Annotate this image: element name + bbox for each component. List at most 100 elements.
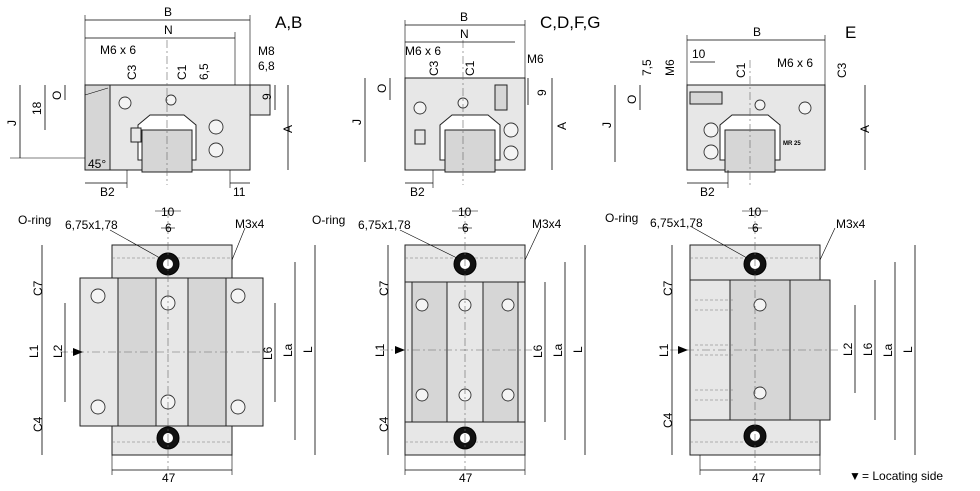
dim-label-n: N <box>164 23 173 37</box>
dim-label: 10 <box>748 205 762 219</box>
screw-icon <box>413 101 427 115</box>
dim-label: La <box>551 343 565 357</box>
thread-label: M6 x 6 <box>100 43 136 57</box>
screw-icon <box>703 122 719 138</box>
thread-label: M3x4 <box>235 217 265 231</box>
oring-label: O-ring <box>605 211 638 225</box>
dim-label: C7 <box>31 280 45 296</box>
thread-label: M6 <box>527 52 544 66</box>
dim-label: L6 <box>861 342 875 356</box>
top-view-ab: A,B B N M6 x 6 M8 6,8 C3 C1 6,5 O 18 J 9… <box>5 5 302 199</box>
dim-label: C1 <box>175 64 189 80</box>
dim-label-b: B <box>753 25 761 39</box>
dim-label: 6,8 <box>258 59 275 73</box>
dim-label: 11 <box>233 185 246 199</box>
legend-text: = Locating side <box>862 469 943 483</box>
oring-size-label: 6,75x1,78 <box>358 218 411 232</box>
dim-label: C7 <box>661 280 675 296</box>
screw-icon <box>503 145 519 161</box>
lube-port-shape <box>689 91 723 105</box>
dim-label: 10 <box>161 205 175 219</box>
model-marking: MR 25 <box>783 141 801 147</box>
grease-nipple-icon <box>754 99 766 111</box>
lube-port-shape <box>494 84 508 111</box>
screw-icon <box>208 119 224 135</box>
dim-label: O <box>50 91 64 100</box>
top-view-e: MR 25 E B 10 M6 x 6 7,5 M6 O C1 C3 J A B… <box>600 23 872 199</box>
logo-icon <box>414 129 426 145</box>
dim-label: C7 <box>377 280 391 296</box>
dim-label: L1 <box>657 343 671 357</box>
legend: ▼ = Locating side <box>849 469 943 483</box>
dim-label: L <box>901 346 915 353</box>
dim-label: A <box>555 122 569 130</box>
oring-size-label: 6,75x1,78 <box>650 216 703 230</box>
angle-label: 45° <box>88 157 106 171</box>
dim-label: B2 <box>100 185 115 199</box>
dim-label: 10 <box>458 205 472 219</box>
dim-label: L2 <box>51 344 65 358</box>
dim-label: O <box>625 95 639 104</box>
oring-size-label: 6,75x1,78 <box>65 218 118 232</box>
dim-label: J <box>5 120 19 126</box>
screw-icon <box>703 144 719 160</box>
hole-icon <box>501 388 515 402</box>
bottom-view-2: O-ring 6,75x1,78 10 6 M3x4 C7 L1 C4 L6 L… <box>312 205 586 485</box>
dim-label: C1 <box>734 62 748 78</box>
dim-label: C3 <box>835 62 849 78</box>
locating-side-marker <box>395 346 405 354</box>
bottom-view-1: O-ring 6,75x1,78 10 6 M3x4 C7 L1 L2 C4 L… <box>18 205 316 485</box>
hole-icon <box>90 288 106 304</box>
grease-nipple-icon <box>165 94 177 106</box>
logo-icon <box>130 127 142 143</box>
dim-label: 6 <box>462 221 469 235</box>
dim-label: La <box>281 343 295 357</box>
dim-label: L <box>301 346 315 353</box>
thread-label: M3x4 <box>836 217 866 231</box>
dim-label: 18 <box>30 101 44 115</box>
lube-port-shape <box>249 84 271 116</box>
dim-label: 47 <box>459 471 473 485</box>
dim-label: 6 <box>752 221 759 235</box>
hole-icon <box>415 388 429 402</box>
bottom-view-3: O-ring 6,75x1,78 10 6 M3x4 C7 L1 C4 L2 L… <box>605 205 916 485</box>
dim-label: L <box>571 346 585 353</box>
dim-label: C4 <box>377 416 391 432</box>
view-title: A,B <box>275 13 302 32</box>
hole-icon <box>753 386 767 400</box>
dim-label: L6 <box>531 344 545 358</box>
hole-icon <box>501 298 515 312</box>
oring-label: O-ring <box>18 213 51 227</box>
view-title: E <box>845 23 856 42</box>
hole-icon <box>415 298 429 312</box>
dim-label: La <box>881 343 895 357</box>
dim-label: 47 <box>752 471 766 485</box>
dim-label: L1 <box>373 343 387 357</box>
thread-label: M6 x 6 <box>777 56 813 70</box>
dim-label: 6,5 <box>197 63 211 80</box>
dim-label: A <box>858 125 872 133</box>
dim-label: 7,5 <box>640 59 654 76</box>
dim-label: J <box>350 119 364 125</box>
view-title: C,D,F,G <box>540 13 600 32</box>
screw-icon <box>503 122 519 138</box>
dim-label: B2 <box>700 185 715 199</box>
dim-label-b: B <box>460 10 468 24</box>
thread-label: M8 <box>258 44 275 58</box>
dim-label: O <box>375 84 389 93</box>
dim-label-n: N <box>460 27 469 41</box>
dim-label: L2 <box>841 342 855 356</box>
dim-label: C3 <box>427 60 441 76</box>
screw-icon <box>118 96 132 110</box>
dim-label: L1 <box>27 344 41 358</box>
hole-icon <box>230 399 246 415</box>
thread-label: M3x4 <box>532 217 562 231</box>
locating-side-symbol: ▼ <box>849 469 861 483</box>
thread-label: M6 x 6 <box>405 44 441 58</box>
dim-label: A <box>281 125 295 133</box>
dim-label: C3 <box>125 64 139 80</box>
dim-label: C4 <box>31 416 45 432</box>
dim-label-b: B <box>164 5 172 19</box>
hole-icon <box>753 298 767 312</box>
locating-side-marker <box>678 346 688 354</box>
